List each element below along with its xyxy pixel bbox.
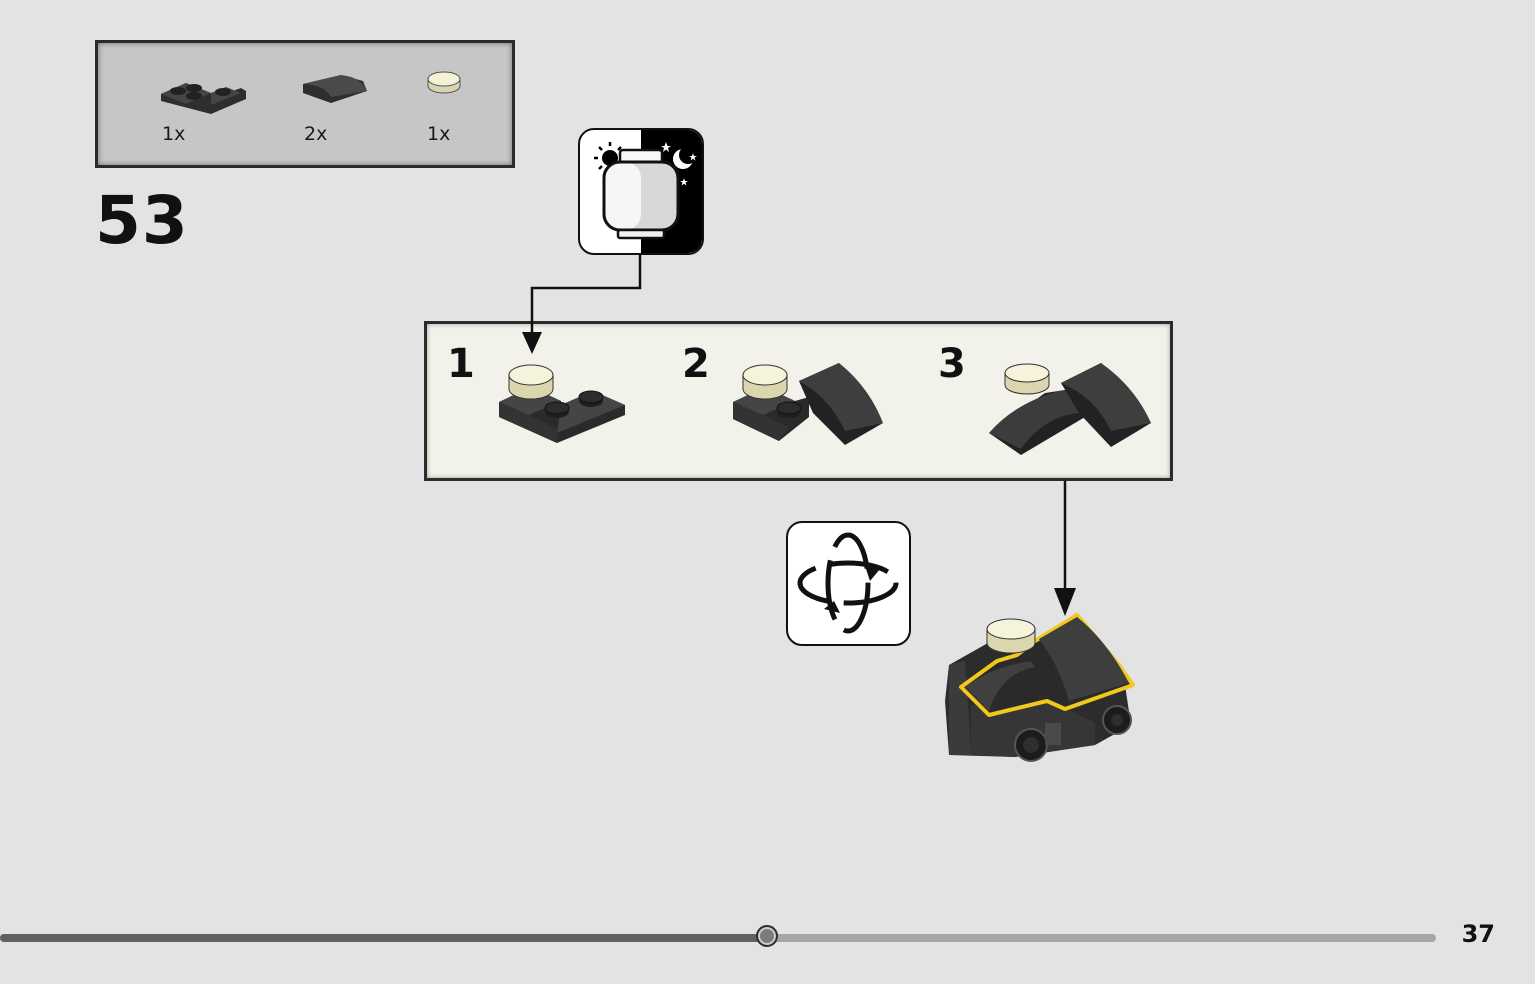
part-curved-slope: 2x (301, 69, 411, 159)
page-number: 37 (1461, 920, 1495, 948)
part-quantity: 1x (427, 123, 451, 145)
substep-2-number: 2 (682, 341, 710, 387)
substep-3-illustration (989, 363, 1151, 455)
sub-assembly-box: 1 2 3 (424, 321, 1173, 481)
substep-2-illustration (733, 363, 883, 445)
parts-list-box: 1x 2x 1x (95, 40, 515, 168)
substep-3-number: 3 (938, 341, 966, 387)
progress-fill (0, 934, 767, 942)
substep-1-number: 1 (447, 341, 475, 387)
substep-1-illustration (499, 364, 625, 443)
curved-slope-icon (303, 75, 367, 103)
part-round-tile: 1x (425, 69, 535, 159)
page-progress-bar (0, 925, 1436, 947)
part-corner-plate: 1x (156, 69, 266, 159)
rotate-model-icon (786, 521, 911, 646)
progress-marker (755, 925, 778, 947)
part-quantity: 2x (304, 123, 328, 145)
step-number: 53 (95, 182, 189, 259)
part-quantity: 1x (162, 123, 186, 145)
glow-in-the-dark-icon (578, 128, 704, 255)
corner-plate-icon (161, 83, 246, 114)
round-tile-icon (427, 71, 461, 94)
assembled-model-illustration (945, 613, 1135, 762)
